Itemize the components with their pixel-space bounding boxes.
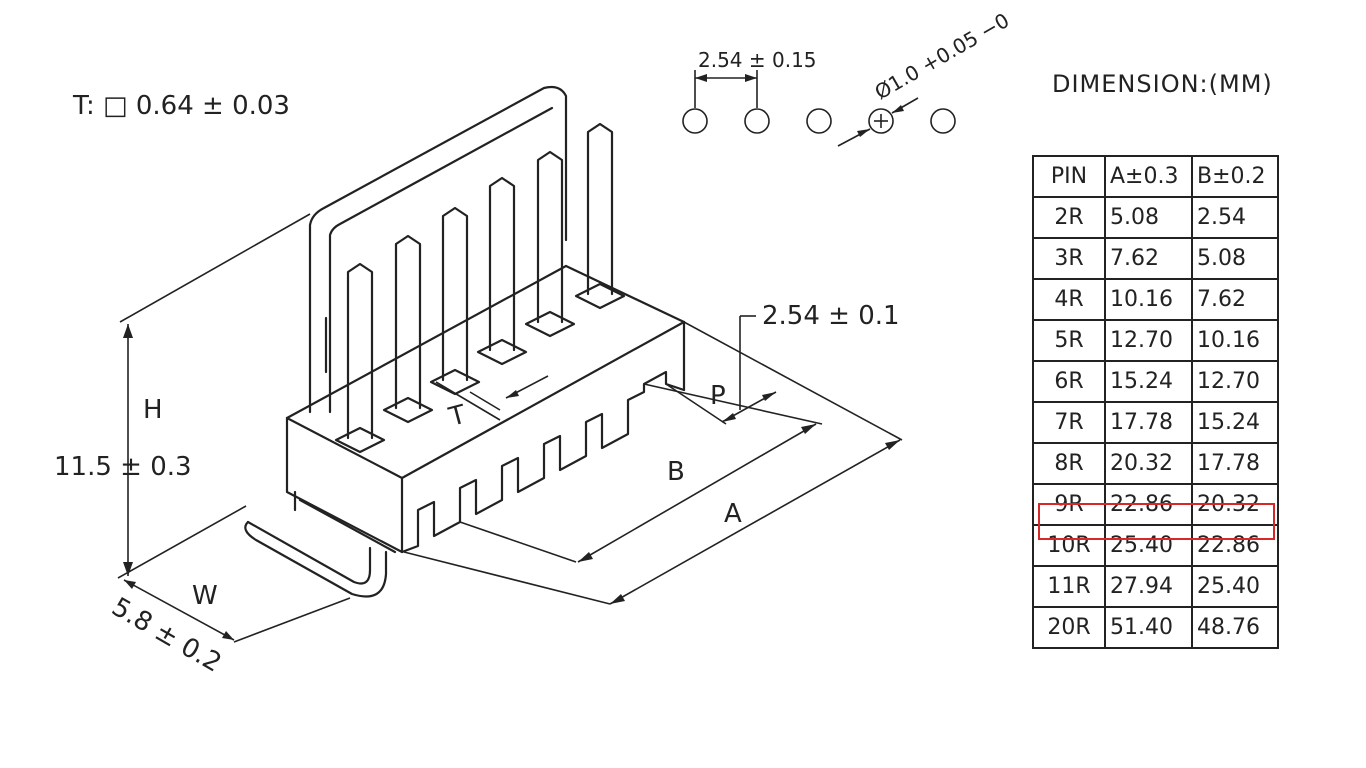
connector-body (244, 85, 686, 598)
b-cell: 17.78 (1191, 442, 1279, 485)
b-cell: 2.54 (1191, 196, 1279, 239)
table-header-row: PIN A±0.3 B±0.2 (1032, 155, 1279, 198)
height-letter: H (143, 395, 163, 425)
pin (382, 396, 434, 424)
pin (441, 206, 469, 382)
b-cell: 12.70 (1191, 360, 1279, 403)
a-cell: 20.32 (1104, 442, 1193, 485)
b-cell: 25.40 (1191, 565, 1279, 608)
hole-pattern-view (682, 70, 956, 147)
pin (476, 338, 528, 366)
pin-cell: 11R (1032, 565, 1106, 608)
width-letter: W (192, 581, 218, 611)
dimension-lines (117, 213, 903, 643)
pin (488, 176, 516, 352)
a-cell: 12.70 (1104, 319, 1193, 362)
b-cell: 22.86 (1191, 524, 1279, 567)
a-cell: 7.62 (1104, 237, 1193, 280)
a-cell: 25.40 (1104, 524, 1193, 567)
hole (930, 108, 956, 134)
height-value: 11.5 ± 0.3 (54, 452, 192, 482)
pin-cell: 6R (1032, 360, 1106, 403)
pin-cell: 9R (1032, 483, 1106, 526)
thickness-label: T: □ 0.64 ± 0.03 (72, 91, 290, 121)
b-cell: 15.24 (1191, 401, 1279, 444)
pin-cell: 20R (1032, 606, 1106, 649)
hole (744, 108, 770, 134)
hole (682, 108, 708, 134)
pin-cell: 5R (1032, 319, 1106, 362)
hole (868, 108, 894, 134)
a-cell: 22.86 (1104, 483, 1193, 526)
pin (429, 368, 481, 396)
hole (806, 108, 832, 134)
b-cell: 20.32 (1191, 483, 1279, 526)
p-letter: P (710, 381, 726, 411)
pin (536, 150, 564, 324)
header-a: A±0.3 (1104, 155, 1193, 198)
pin-cell: 10R (1032, 524, 1106, 567)
a-cell: 15.24 (1104, 360, 1193, 403)
pin-cell: 7R (1032, 401, 1106, 444)
pin (586, 122, 614, 296)
a-cell: 10.16 (1104, 278, 1193, 321)
table-title: DIMENSION:(MM) (1052, 70, 1273, 98)
pin (394, 234, 422, 410)
a-letter: A (724, 499, 742, 529)
b-cell: 48.76 (1191, 606, 1279, 649)
pin (334, 426, 386, 454)
pin-cell: 3R (1032, 237, 1106, 280)
hole-diameter-label: Ø1.0 +0.05 −0 (871, 8, 1014, 104)
pin-cell: 2R (1032, 196, 1106, 239)
pin-group (334, 122, 626, 454)
a-cell: 51.40 (1104, 606, 1193, 649)
pin (524, 310, 576, 338)
pin (574, 282, 626, 310)
pitch-side-label: 2.54 ± 0.1 (762, 301, 900, 331)
b-cell: 10.16 (1191, 319, 1279, 362)
pin-cell: 8R (1032, 442, 1106, 485)
pitch-top-label: 2.54 ± 0.15 (698, 48, 817, 72)
pin-cell: 4R (1032, 278, 1106, 321)
a-cell: 17.78 (1104, 401, 1193, 444)
b-letter: B (667, 457, 685, 487)
b-cell: 7.62 (1191, 278, 1279, 321)
header-pin: PIN (1032, 155, 1106, 198)
b-cell: 5.08 (1191, 237, 1279, 280)
t-letter: T (445, 400, 469, 433)
header-b: B±0.2 (1191, 155, 1279, 198)
a-cell: 27.94 (1104, 565, 1193, 608)
pin (346, 262, 374, 440)
a-cell: 5.08 (1104, 196, 1193, 239)
